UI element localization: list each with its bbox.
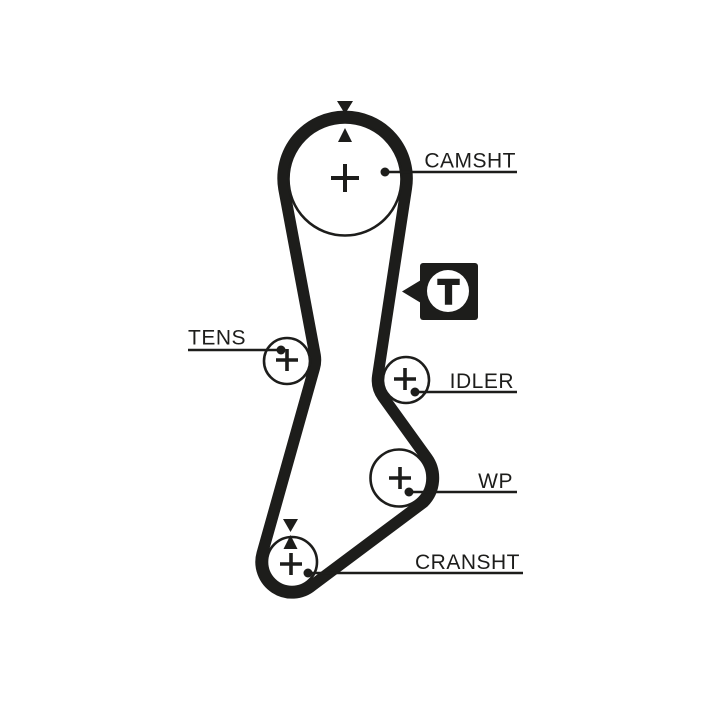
- crankshaft-label: CRANSHT: [415, 551, 520, 574]
- camshaft-label: CAMSHT: [424, 150, 516, 173]
- water-pump-center-cross: [389, 467, 411, 489]
- camshaft-center-cross: [331, 164, 359, 192]
- camshaft-leader-dot: [380, 167, 390, 177]
- idler-label: IDLER: [450, 370, 514, 393]
- camshaft-timing-marks: [337, 101, 353, 142]
- left-arrow-icon: [402, 280, 421, 303]
- idler-center-cross: [394, 368, 416, 390]
- camshaft-pulley: [287, 121, 403, 237]
- crankshaft-leader-dot: [303, 568, 313, 578]
- tensioner-leader-dot: [276, 345, 286, 355]
- timing-mark-down-triangle-icon: [283, 519, 298, 532]
- tensioner-center-cross: [276, 349, 298, 371]
- water-pump-pulley: [369, 448, 429, 508]
- crankshaft-timing-marks: [283, 519, 298, 549]
- tensioner-label: TENS: [188, 327, 246, 350]
- water-pump-callout: WP: [404, 470, 517, 497]
- timing-mark-up-triangle-icon: [283, 535, 298, 549]
- camshaft-callout: CAMSHT: [380, 150, 517, 177]
- crankshaft-center-cross: [280, 553, 302, 575]
- timing-mark-down-triangle-icon: [337, 101, 353, 114]
- tensioner-pulley: [262, 336, 312, 386]
- direction-marker-letter: T: [438, 274, 459, 312]
- direction-marker-circle: [427, 270, 469, 312]
- idler-leader-dot: [410, 387, 420, 397]
- timing-belt: [255, 110, 440, 599]
- water-pump-label: WP: [478, 470, 513, 493]
- idler-pulley: [381, 355, 431, 405]
- timing-mark-up-triangle-icon: [338, 128, 352, 142]
- water-pump-leader-dot: [404, 487, 414, 497]
- crankshaft-callout: CRANSHT: [303, 551, 523, 578]
- idler-callout: IDLER: [410, 370, 517, 397]
- tensioner-callout: TENS: [188, 327, 286, 355]
- belt-direction-marker: T: [402, 263, 478, 320]
